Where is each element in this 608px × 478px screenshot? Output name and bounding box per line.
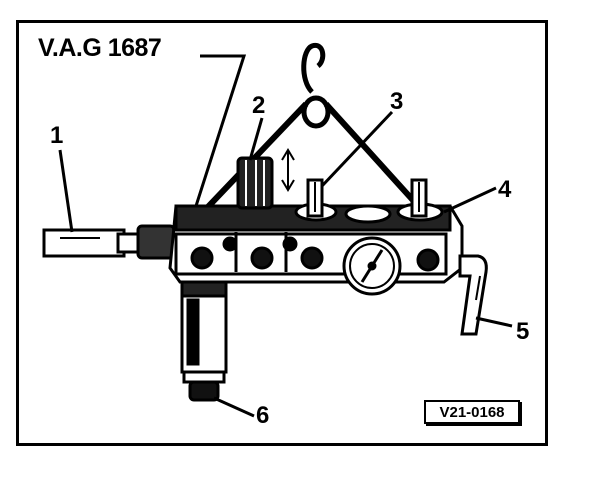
outlet-elbow [458,254,488,336]
callout-1: 1 [50,122,64,149]
hanging-hook [301,42,331,129]
title-leader-line [194,54,247,207]
callout-2: 2 [252,92,266,119]
shutoff-valve-3 [294,178,338,222]
figure-frame [16,20,548,446]
callout-6: 6 [256,402,270,429]
shutoff-valve-4 [396,178,444,222]
inlet-hose [42,224,176,260]
callout-4: 4 [498,176,512,203]
callout-leaders [58,110,513,418]
center-fitting [344,204,392,224]
regulator-knob [236,148,295,210]
reference-code-box: V21-0168 [424,400,520,424]
tool-name-label: V.A.G 1687 [38,34,162,62]
water-separator [180,280,228,402]
callout-5: 5 [516,318,530,345]
callout-3: 3 [390,88,404,115]
pressure-gauge [342,236,402,296]
reference-code: V21-0168 [439,403,505,421]
